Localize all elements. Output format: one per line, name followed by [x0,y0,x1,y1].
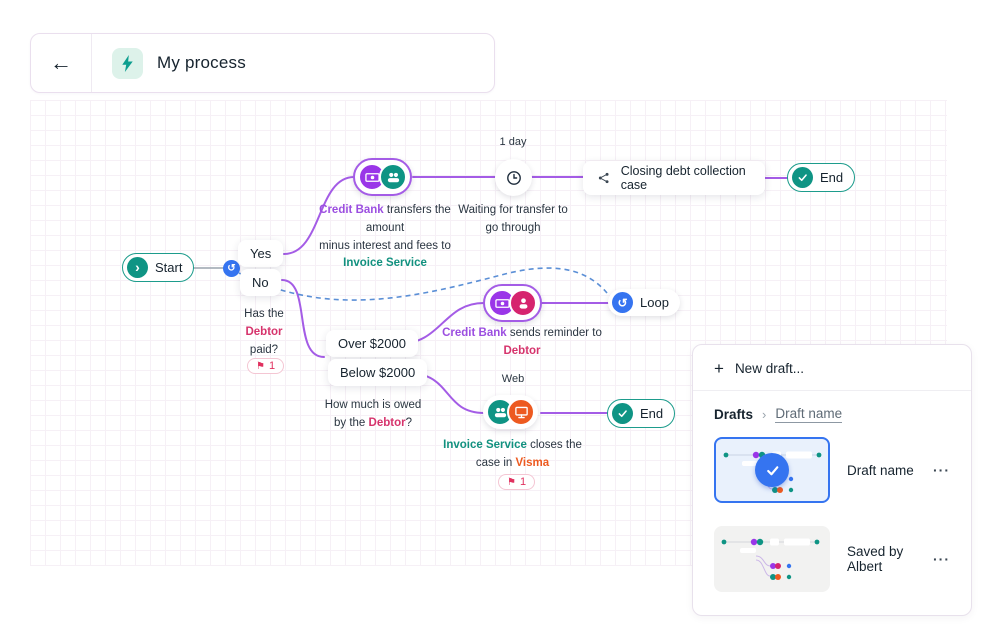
header-bar: ← My process [30,33,495,93]
draft-item-label[interactable]: Saved by Albert [847,544,904,574]
branch-below-2000[interactable]: Below $2000 [328,359,428,386]
question-paid: Has the Debtor paid? [244,308,284,356]
person-icon [509,289,537,317]
closes-caption: Invoice Service closes the case in Visma [443,439,582,469]
plus-icon: + [714,359,724,378]
monitor-icon [507,398,535,426]
check-icon [792,167,813,188]
closing-case-node[interactable]: Closing debt collection case [583,161,765,195]
breadcrumb: Drafts › Draft name [693,391,971,432]
drafts-panel: + New draft... Drafts › Draft name [692,344,972,616]
process-icon-box [112,47,143,79]
users-icon [379,163,407,191]
flag-icon: ⚑ [507,476,516,488]
loop-icon: ↺ [612,292,633,313]
wait-step-node[interactable] [495,159,532,196]
web-label: Web [501,373,525,385]
waiting-caption: Waiting for transfer to go through [458,204,568,234]
reminder-caption: Credit Bank sends reminder to Debtor [442,327,602,357]
draft-name-field[interactable]: Draft name [775,406,843,423]
draft-item-label[interactable]: Draft name [847,462,914,478]
page-title[interactable]: My process [157,53,246,72]
ellipsis-menu-icon[interactable]: ··· [933,462,950,478]
end-node-top[interactable]: End [787,163,856,192]
question-owed: How much is owed by the Debtor? [324,399,422,429]
branch-yes[interactable]: Yes [238,240,284,267]
branch-over-2000[interactable]: Over $2000 [326,330,418,357]
transfer-caption: Credit Bank transfers the amount minus i… [319,204,451,270]
chevron-right-icon: › [762,407,767,422]
close-case-step-node[interactable] [483,395,538,429]
lightning-bolt-icon [122,54,133,72]
check-icon [612,403,633,424]
delay-duration-label: 1 day [499,136,527,148]
reminder-step-node[interactable] [483,284,542,322]
draft-list-item: Draft name ··· [693,432,971,510]
back-arrow-icon: ← [50,50,72,75]
breadcrumb-drafts[interactable]: Drafts [714,407,754,422]
draft-thumbnail[interactable] [714,526,830,592]
start-node[interactable]: › Start [122,253,195,282]
draft-list-item: Saved by Albert ··· [693,521,971,599]
back-button[interactable]: ← [31,34,92,92]
mini-flow-preview [721,538,820,580]
clock-icon [506,170,521,185]
ellipsis-menu-icon[interactable]: ··· [933,551,950,567]
draft-thumbnail-selected[interactable] [714,437,830,503]
share-icon [598,172,609,184]
branch-no[interactable]: No [240,269,281,296]
loop-junction-icon[interactable]: ↺ [223,260,240,277]
new-draft-button[interactable]: + New draft... [693,345,971,391]
start-chevron-icon: › [127,257,148,278]
end-node-bottom[interactable]: End [607,399,676,428]
comment-flag-badge[interactable]: ⚑ 1 [247,358,285,374]
selected-check-icon [755,453,789,487]
flag-icon: ⚑ [256,360,265,372]
transfer-step-node[interactable] [353,158,412,196]
loop-node[interactable]: ↺ Loop [608,289,680,316]
comment-flag-badge[interactable]: ⚑ 1 [498,474,536,490]
